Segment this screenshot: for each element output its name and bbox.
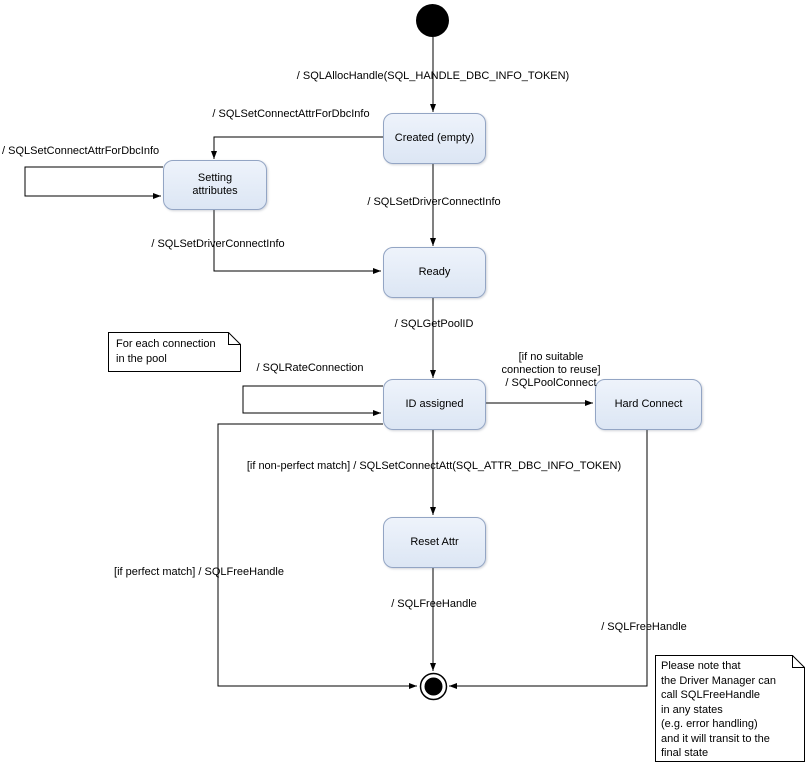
note-line: in any states <box>661 703 723 716</box>
transition-label-created-to-ready: / SQLSetDriverConnectInfo <box>367 196 501 208</box>
state-reset-attr-label: Reset Attr <box>410 536 459 548</box>
note-line: final state <box>661 747 709 759</box>
note-line: the Driver Manager can <box>661 674 776 687</box>
note-free-handle-text: Please note that the Driver Manager can … <box>661 659 776 761</box>
transition-label-id-to-hard-connect: [if no suitable connection to reuse] / S… <box>501 351 600 390</box>
transition-setting-to-ready-line <box>213 208 381 274</box>
transition-hard-to-final-line <box>449 428 648 689</box>
transition-id-to-final-line <box>217 423 417 689</box>
state-id-assigned: ID assigned <box>383 379 486 430</box>
note-shape-free-handle <box>655 655 805 762</box>
transition-label-setting-to-ready: / SQLSetDriverConnectInfo <box>151 238 285 250</box>
state-created: Created (empty) <box>383 113 486 164</box>
transition-label-id-to-reset: [if non-perfect match] / SQLSetConnectAt… <box>246 460 622 472</box>
state-id-assigned-label: ID assigned <box>405 398 464 410</box>
note-pool-text: For each connection in the pool <box>116 337 216 367</box>
transition-created-to-setting-line <box>211 136 383 159</box>
transition-label-reset-to-final: / SQLFreeHandle <box>391 598 477 610</box>
state-setting-attributes-label-line: Setting <box>197 172 233 184</box>
transition-label-line: [if no suitable <box>518 351 584 363</box>
state-ready-label: Ready <box>418 266 451 278</box>
transition-label-id-self-loop: / SQLRateConnection <box>256 362 364 374</box>
note-line: Please note that <box>661 660 741 672</box>
note-line: call SQLFreeHandle <box>661 689 761 701</box>
transition-label-hard-to-final: / SQLFreeHandle <box>601 621 687 633</box>
transition-label-id-to-final: [if perfect match] / SQLFreeHandle <box>114 566 284 578</box>
state-reset-attr: Reset Attr <box>383 517 486 568</box>
transition-label-setting-self-loop: / SQLSetConnectAttrForDbcInfo <box>2 145 160 157</box>
initial-state <box>416 4 449 37</box>
state-hard-connect-label: Hard Connect <box>614 398 683 410</box>
transition-setting-self-loop-line <box>24 166 163 199</box>
note-line: For each connection <box>116 338 216 350</box>
state-setting-attributes-label-line: attributes <box>192 185 238 197</box>
transition-id-self-loop-line <box>242 385 383 416</box>
state-created-label: Created (empty) <box>394 132 475 144</box>
state-ready: Ready <box>383 247 486 298</box>
transition-label-ready-to-id: / SQLGetPoolID <box>394 318 474 330</box>
transition-label-line: connection to reuse] <box>501 364 601 376</box>
transition-label-alloc-handle: / SQLAllocHandle(SQL_HANDLE_DBC_INFO_TOK… <box>296 70 570 82</box>
note-shape-pool <box>108 332 241 372</box>
transition-label-created-to-setting: / SQLSetConnectAttrForDbcInfo <box>212 108 370 120</box>
state-setting-attributes: Setting attributes <box>163 160 267 210</box>
note-line: in the pool <box>116 353 167 365</box>
note-line: and it will transit to the <box>661 732 770 745</box>
transition-label-line: / SQLPoolConnect <box>505 377 597 389</box>
final-state <box>419 672 448 701</box>
state-hard-connect: Hard Connect <box>595 379 702 430</box>
note-line: (e.g. error handling) <box>661 718 758 730</box>
